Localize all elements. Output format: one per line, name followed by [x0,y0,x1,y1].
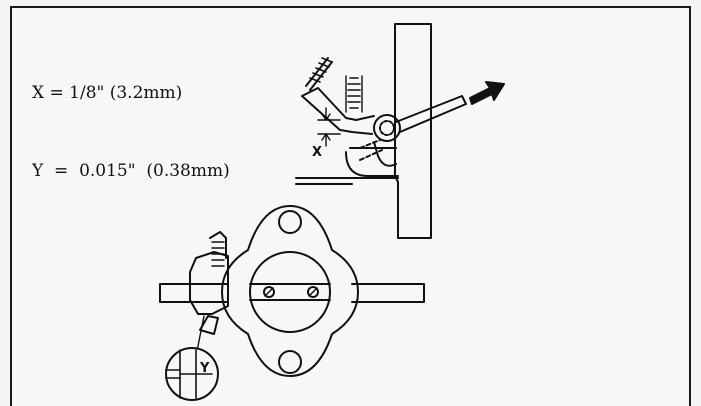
carburetor-flange [221,205,359,377]
pivot [373,114,401,142]
shaft-left [159,283,229,303]
side-view-assembly [295,23,467,239]
diagram-frame [10,6,691,406]
callout-y: Y [199,361,210,376]
mounting-hole-bottom [278,350,302,374]
screw-right [307,286,319,298]
lower-spring [347,77,361,109]
throttle-plate [249,283,331,301]
mounting-hole-top [278,210,302,234]
throttle-arm [395,95,467,133]
shaft-right [351,283,425,303]
upper-spring [309,57,333,83]
callout-x: X [312,145,322,160]
linkage-block [189,251,229,315]
direction-arrow-icon [469,81,505,105]
throttle-bore [249,251,331,333]
linkage-spring [211,241,225,267]
legend-x: X = 1/8" (3.2mm) [32,83,183,103]
legend-y: Y = 0.015" (0.38mm) [32,161,230,181]
dimension-legend: X = 1/8" (3.2mm) Y = 0.015" (0.38mm) [32,28,230,236]
front-view-assembly [159,205,425,401]
screw-left [263,286,275,298]
choke-lever [301,87,375,121]
